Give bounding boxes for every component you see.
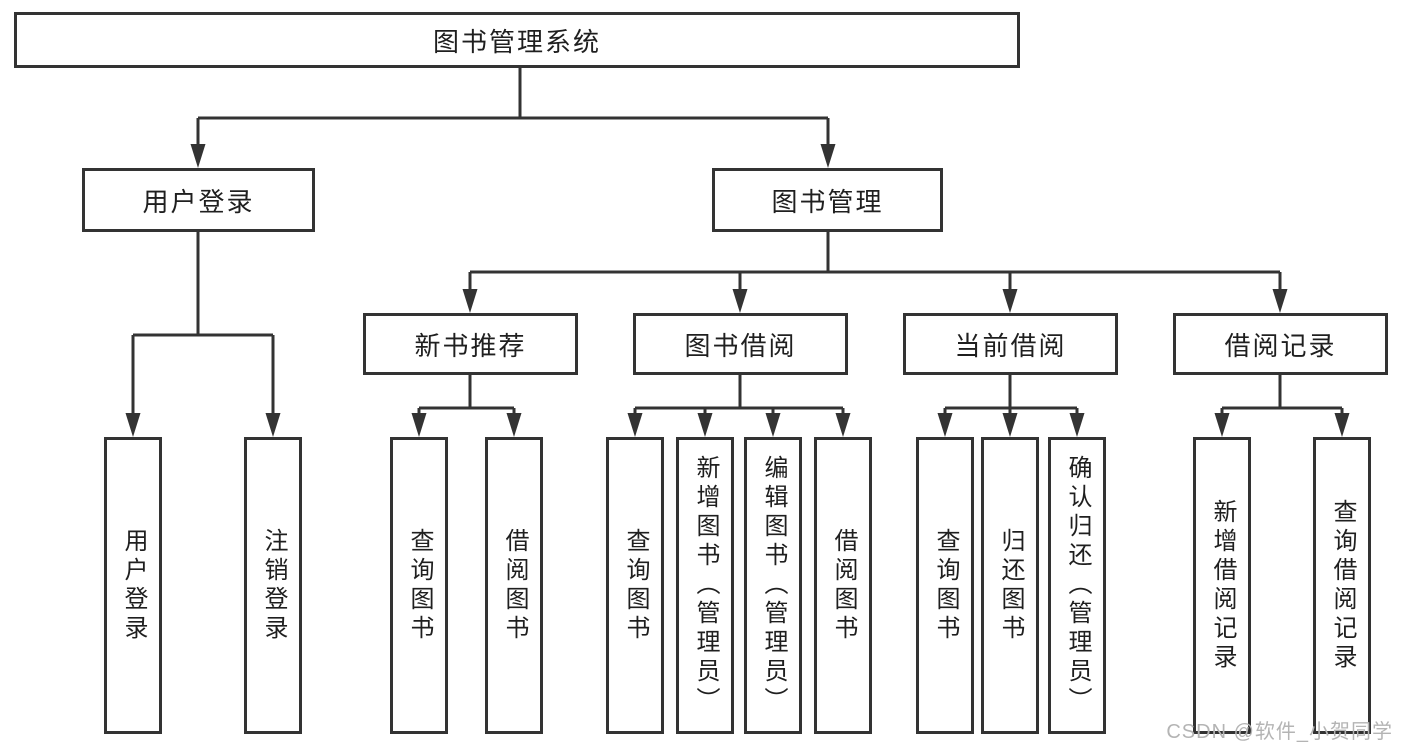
connector-arrowheads	[125, 144, 1350, 437]
leaf-borrow-query-book: 查询图书	[606, 437, 664, 734]
node-book-management: 图书管理	[712, 168, 943, 232]
arrowhead	[462, 289, 478, 313]
leaf-current-confirm-return-admin: 确认归还（管理员）	[1048, 437, 1106, 734]
node-book-borrowing: 图书借阅	[633, 313, 848, 375]
node-root-library-management-system: 图书管理系统	[14, 12, 1020, 68]
arrowhead	[1214, 413, 1230, 437]
arrowhead	[732, 289, 748, 313]
arrowhead	[265, 413, 281, 437]
leaf-records-add-record: 新增借阅记录	[1193, 437, 1251, 734]
arrowhead	[937, 413, 953, 437]
arrowhead	[697, 413, 713, 437]
node-borrowing-records: 借阅记录	[1173, 313, 1388, 375]
leaf-borrow-edit-book-admin: 编辑图书（管理员）	[744, 437, 802, 734]
watermark: CSDN @软件_小贺同学	[1166, 721, 1393, 743]
leaf-current-return-book: 归还图书	[981, 437, 1039, 734]
node-current-borrowing: 当前借阅	[903, 313, 1118, 375]
node-user-login: 用户登录	[82, 168, 315, 232]
arrowhead	[1069, 413, 1085, 437]
leaf-borrow-add-book-admin: 新增图书（管理员）	[676, 437, 734, 734]
arrowhead	[125, 413, 141, 437]
arrowhead	[506, 413, 522, 437]
arrowhead	[835, 413, 851, 437]
arrowhead	[820, 144, 836, 168]
leaf-user-login: 用户登录	[104, 437, 162, 734]
leaf-recommend-borrow-book: 借阅图书	[485, 437, 543, 734]
arrowhead	[411, 413, 427, 437]
leaf-records-query-record: 查询借阅记录	[1313, 437, 1371, 734]
arrowhead	[765, 413, 781, 437]
leaf-logout: 注销登录	[244, 437, 302, 734]
arrowhead	[190, 144, 206, 168]
arrowhead	[1002, 289, 1018, 313]
arrowhead	[1272, 289, 1288, 313]
node-new-book-recommendation: 新书推荐	[363, 313, 578, 375]
arrowhead	[1002, 413, 1018, 437]
arrowhead	[627, 413, 643, 437]
leaf-borrow-borrow-book: 借阅图书	[814, 437, 872, 734]
leaf-recommend-query-book: 查询图书	[390, 437, 448, 734]
arrowhead	[1334, 413, 1350, 437]
leaf-current-query-book: 查询图书	[916, 437, 974, 734]
